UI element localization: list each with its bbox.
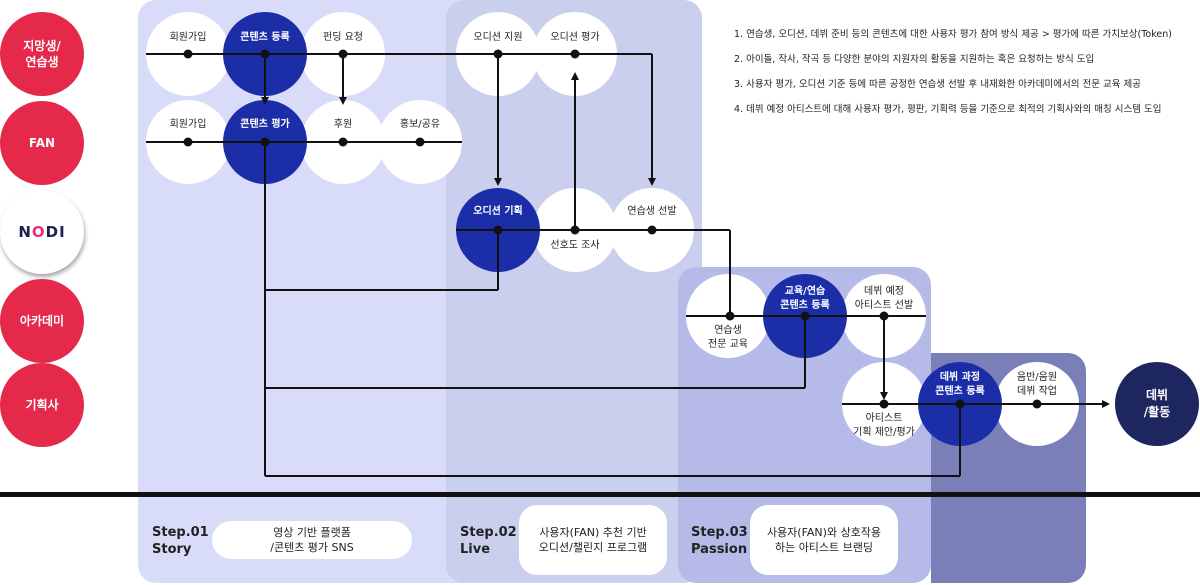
node-label: 연습생 전문 교육 [673, 324, 783, 352]
node-label: 데뷔 과정 콘텐츠 등록 [905, 371, 1015, 399]
actor-trainee: 지망생/연습생 [0, 12, 84, 96]
step-title: Step.03 Passion [691, 524, 748, 558]
node-label: 음반/음원 데뷔 작업 [982, 371, 1092, 399]
actor-academy: 아카데미 [0, 279, 84, 363]
actor-fan: FAN [0, 101, 84, 185]
step-name: Story [152, 542, 192, 557]
step-title: Step.01 Story [152, 524, 209, 558]
step-description: 영상 기반 플랫폼 /콘텐츠 평가 SNS [212, 521, 412, 559]
actor-label: 연습생 [25, 55, 59, 69]
flow-dot [879, 399, 889, 409]
actor-label: FAN [28, 136, 56, 150]
step-description: 사용자(FAN)와 상호작용 하는 아티스트 브랜딩 [750, 505, 898, 575]
node-label-line: 음반/음원 [1016, 372, 1058, 383]
node-label-line: 아티스트 [865, 413, 903, 424]
node-label: 오디션 평가 [550, 32, 600, 43]
node-label: 오디션 기획 [473, 206, 523, 217]
node-label: 데뷔 /활동 [1102, 387, 1200, 421]
flow-dot [183, 49, 193, 59]
node-label: 선호도 조사 [550, 240, 600, 251]
node-label-line: 콘텐츠 등록 [935, 386, 985, 397]
flow-dot [415, 137, 425, 147]
flow-dot [955, 399, 965, 409]
node-label: 콘텐츠 등록 [240, 32, 290, 43]
note-item: 4. 데뷔 예정 아티스트에 대해 사용자 평가, 평판, 기획력 등을 기준으… [734, 104, 1162, 115]
flow-dot [570, 225, 580, 235]
flow-dot [260, 49, 270, 59]
node-label-line: 기획 제안/평가 [853, 427, 915, 438]
node-label: 회원가입 [169, 32, 207, 43]
node-label: 연습생 선발 [627, 206, 677, 217]
flow-dot [879, 311, 889, 321]
nodi-logo-text: NODI [18, 223, 66, 241]
node-label-line: 데뷔 작업 [1017, 386, 1057, 397]
node-label-line: 콘텐츠 등록 [780, 300, 830, 311]
step-desc-line: 하는 아티스트 브랜딩 [774, 541, 874, 554]
step-number: Step.02 [460, 525, 517, 540]
flow-dot [338, 49, 348, 59]
node-label-line: 연습생 [714, 325, 742, 336]
step-number: Step.03 [691, 525, 748, 540]
note-item: 2. 아이돌, 작사, 작곡 등 다양한 분야의 지원자의 활동을 지원하는 혹… [734, 54, 1095, 65]
feature-notes: 1. 연습생, 오디션, 데뷔 준비 등의 콘텐츠에 대한 사용자 평가 참여 … [734, 26, 1172, 126]
node-label: 펀딩 요청 [323, 32, 363, 43]
step-title: Step.02 Live [460, 524, 517, 558]
flow-dot [183, 137, 193, 147]
step-desc-line: 영상 기반 플랫폼 [273, 526, 351, 539]
step-desc-line: 오디션/챌린지 프로그램 [538, 541, 648, 554]
flow-dot [493, 49, 503, 59]
actor-label: 아카데미 [19, 314, 65, 328]
note-item: 3. 사용자 평가, 오디션 기준 등에 따른 공정한 연습생 선발 후 내재화… [734, 79, 1141, 90]
node-label: 오디션 지원 [473, 32, 523, 43]
step-description: 사용자(FAN) 추천 기반 오디션/챌린지 프로그램 [519, 505, 667, 575]
node-label-line: 데뷔 과정 [939, 372, 981, 383]
note-item: 1. 연습생, 오디션, 데뷔 준비 등의 콘텐츠에 대한 사용자 평가 참여 … [734, 29, 1172, 40]
flow-dot [338, 137, 348, 147]
step-name: Live [460, 542, 491, 557]
actor-label: 지망생/ [23, 39, 61, 53]
node-label: 홍보/공유 [399, 119, 441, 130]
node-label-line: 아티스트 선발 [854, 300, 914, 311]
flow-dot [800, 311, 810, 321]
step-desc-line: /콘텐츠 평가 SNS [270, 541, 354, 554]
flow-dot [725, 311, 735, 321]
step-desc-line: 사용자(FAN) 추천 기반 [539, 526, 647, 539]
node-label: 후원 [333, 119, 353, 130]
node-label: 회원가입 [169, 119, 207, 130]
node-debut-activity [1115, 362, 1199, 446]
flow-dot [647, 225, 657, 235]
node-label: 데뷔 예정 아티스트 선발 [829, 285, 939, 313]
step-name: Passion [691, 542, 748, 557]
actor-nodi-logo: NODI [0, 190, 84, 274]
node-label: 아티스트 기획 제안/평가 [829, 412, 939, 440]
node-label-line: 전문 교육 [708, 339, 748, 350]
timeline-divider [0, 492, 1200, 497]
node-label-line: 데뷔 [1145, 388, 1169, 402]
flow-dot [570, 49, 580, 59]
node-label: 교육/연습 콘텐츠 등록 [750, 285, 860, 313]
node-label-line: 데뷔 예정 [864, 286, 904, 297]
flow-dot [1032, 399, 1042, 409]
node-label-line: 교육/연습 [784, 286, 826, 297]
actor-label: 기획사 [25, 398, 59, 412]
flow-dot [493, 225, 503, 235]
node-label: 콘텐츠 평가 [240, 119, 290, 130]
step-number: Step.01 [152, 525, 209, 540]
node-label-line: /활동 [1143, 405, 1171, 419]
step-desc-line: 사용자(FAN)와 상호작용 [766, 526, 882, 539]
actor-agency: 기획사 [0, 363, 84, 447]
flow-dot [260, 137, 270, 147]
